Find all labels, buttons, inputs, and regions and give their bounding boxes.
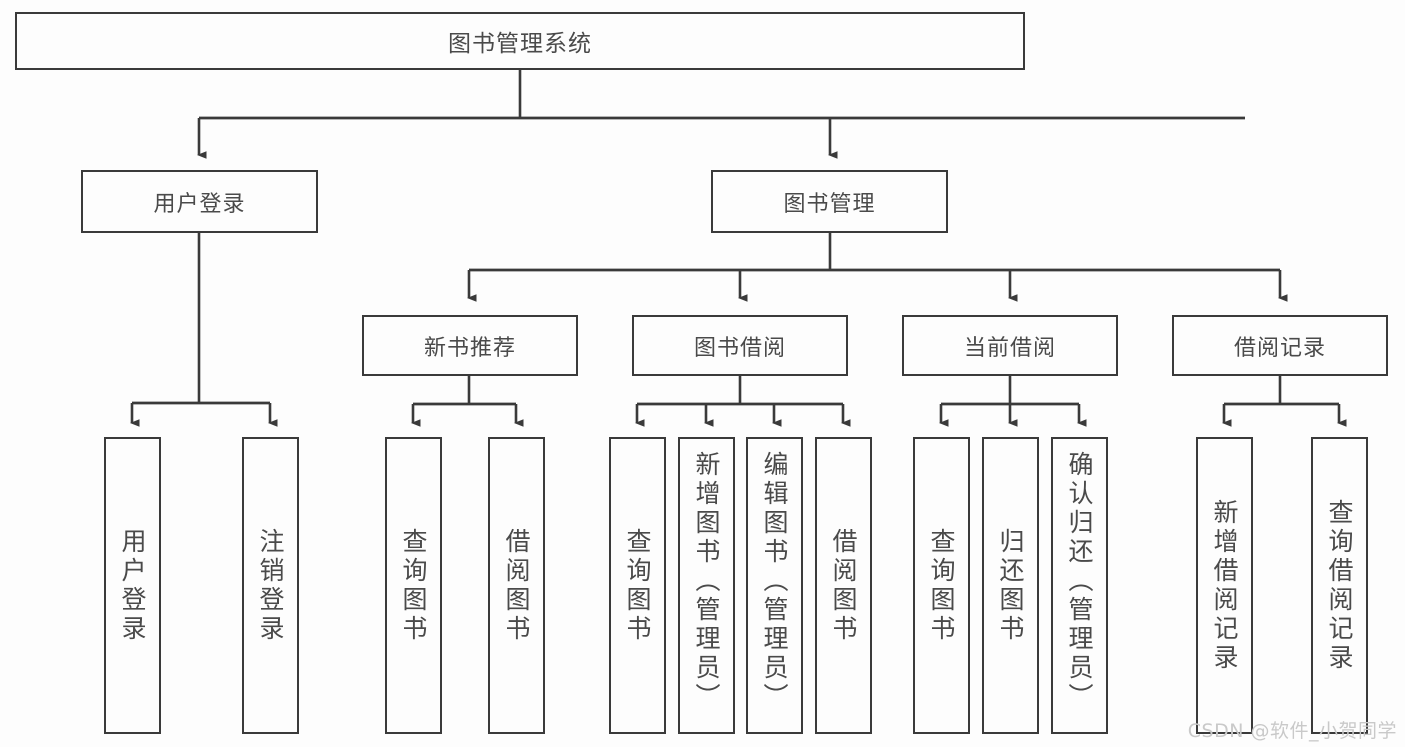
node-borrow-record[interactable]: 借阅记录 — [1172, 315, 1388, 376]
leaf-record-add-record-label: 新增借阅记录 — [1210, 498, 1239, 673]
leaf-user-login-login-label: 用户登录 — [118, 527, 147, 644]
leaf-current-confirm-return-admin-label: 确认归还（管理员） — [1065, 451, 1094, 712]
leaf-user-login-logout-label: 注销登录 — [256, 527, 285, 644]
leaf-recommend-query-book-label: 查询图书 — [399, 527, 428, 644]
node-new-book-recommend-label: 新书推荐 — [423, 335, 516, 361]
leaf-record-query-record[interactable]: 查询借阅记录 — [1311, 437, 1368, 734]
leaf-borrow-edit-book-admin-label: 编辑图书（管理员） — [760, 451, 789, 712]
leaf-current-query-book[interactable]: 查询图书 — [913, 437, 970, 734]
node-new-book-recommend[interactable]: 新书推荐 — [362, 315, 578, 376]
node-book-management[interactable]: 图书管理 — [711, 170, 948, 233]
node-borrow-record-label: 借阅记录 — [1233, 335, 1326, 361]
leaf-recommend-borrow-book-label: 借阅图书 — [502, 527, 531, 644]
node-current-borrow-label: 当前借阅 — [963, 335, 1056, 361]
leaf-borrow-add-book-admin[interactable]: 新增图书（管理员） — [678, 437, 735, 734]
node-user-login-label: 用户登录 — [153, 191, 246, 217]
node-book-management-label: 图书管理 — [783, 191, 876, 217]
leaf-recommend-borrow-book[interactable]: 借阅图书 — [488, 437, 545, 734]
leaf-current-confirm-return-admin[interactable]: 确认归还（管理员） — [1051, 437, 1108, 734]
leaf-current-return-book[interactable]: 归还图书 — [982, 437, 1039, 734]
leaf-user-login-logout[interactable]: 注销登录 — [242, 437, 299, 734]
node-user-login[interactable]: 用户登录 — [81, 170, 318, 233]
node-root-label: 图书管理系统 — [448, 31, 592, 57]
node-book-borrow-label: 图书借阅 — [693, 335, 786, 361]
leaf-borrow-edit-book-admin[interactable]: 编辑图书（管理员） — [746, 437, 803, 734]
leaf-recommend-query-book[interactable]: 查询图书 — [385, 437, 442, 734]
node-current-borrow[interactable]: 当前借阅 — [902, 315, 1118, 376]
node-root[interactable]: 图书管理系统 — [15, 12, 1025, 70]
node-book-borrow[interactable]: 图书借阅 — [632, 315, 848, 376]
leaf-borrow-query-book[interactable]: 查询图书 — [609, 437, 666, 734]
leaf-borrow-borrow-book-label: 借阅图书 — [829, 527, 858, 644]
leaf-current-return-book-label: 归还图书 — [996, 527, 1025, 644]
leaf-borrow-borrow-book[interactable]: 借阅图书 — [815, 437, 872, 734]
leaf-borrow-add-book-admin-label: 新增图书（管理员） — [692, 451, 721, 712]
leaf-record-add-record[interactable]: 新增借阅记录 — [1196, 437, 1253, 734]
leaf-borrow-query-book-label: 查询图书 — [623, 527, 652, 644]
leaf-user-login-login[interactable]: 用户登录 — [104, 437, 161, 734]
leaf-current-query-book-label: 查询图书 — [927, 527, 956, 644]
leaf-record-query-record-label: 查询借阅记录 — [1325, 498, 1354, 673]
watermark-text: CSDN @软件_小贺同学 — [1187, 720, 1397, 742]
